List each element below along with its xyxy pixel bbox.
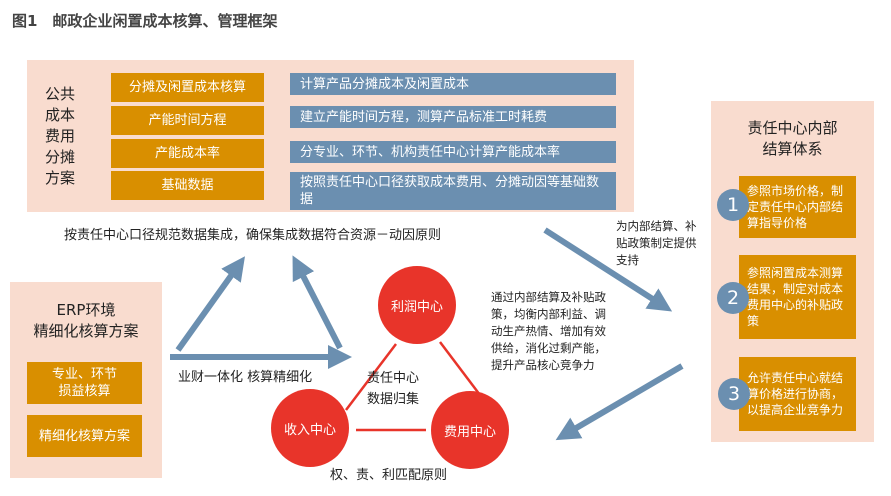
erp-panel-title: ERP环境 精细化核算方案 — [33, 301, 139, 340]
settlement-description: 通过内部结算及补贴政 策，均衡内部利益、调 动生产热情、增加有效 供给，消化过剩… — [491, 290, 606, 372]
desc-base-data: 按照责任中心口径获取成本费用、分摊动因等基础数据 — [290, 172, 616, 210]
desc-capacity-cost-rate: 分专业、环节、机构责任中心计算产能成本率 — [290, 141, 616, 163]
profit-center: 利润中心 — [378, 266, 456, 344]
step-number-3: 3 — [718, 378, 750, 410]
figure-title: 图1 邮政企业闲置成本核算、管理框架 — [12, 12, 278, 30]
step-number-1: 1 — [717, 189, 749, 221]
expense-center: 费用中心 — [431, 391, 509, 469]
box-base-data: 基础数据 — [111, 171, 264, 200]
matching-principle: 权、责、利匹配原则 — [330, 468, 448, 483]
arrow-right-to-center — [555, 363, 684, 441]
revenue-center: 收入中心 — [271, 389, 349, 467]
settlement-item-2: 参照闲置成本测算结果，制定对成本费用中心的补贴政策 — [739, 255, 856, 339]
box-profit-loss-accounting: 专业、环节 损益核算 — [27, 362, 142, 404]
arrow-erp-to-top — [175, 256, 245, 352]
box-capacity-cost-rate: 产能成本率 — [111, 139, 264, 168]
settlement-item-3: 允许责任中心就结算价格进行协商，以提高企业竞争力 — [739, 357, 856, 431]
link-profit-expense — [439, 341, 481, 396]
settlement-item-1: 参照市场价格，制定责任中心内部结算指导价格 — [739, 176, 856, 238]
box-capacity-time-equation: 产能时间方程 — [111, 106, 264, 135]
arrow-top-to-right — [543, 227, 673, 312]
cost-allocation-label: 公共成本费用分摊方案 — [45, 85, 76, 187]
link-profit-revenue — [345, 343, 397, 411]
box-refined-accounting: 精细化核算方案 — [27, 415, 142, 457]
desc-allocation-idle-cost: 计算产品分摊成本及闲置成本 — [290, 73, 616, 95]
desc-capacity-time-equation: 建立产能时间方程，测算产品标准工时耗费 — [290, 106, 616, 128]
data-integration-caption: 按责任中心口径规范数据集成，确保集成数据符合资源－动因原则 — [64, 228, 442, 243]
erp-arrow-label: 业财一体化 核算精细化 — [178, 370, 313, 385]
box-allocation-idle-cost: 分摊及闲置成本核算 — [111, 73, 264, 102]
internal-settlement-title: 责任中心内部 结算体系 — [747, 119, 838, 158]
support-label: 为内部结算、补 贴政策制定提供 支持 — [616, 219, 697, 267]
arrow-center-to-top — [292, 255, 343, 350]
step-number-2: 2 — [717, 282, 749, 314]
responsibility-data-collection: 责任中心 数据归集 — [366, 371, 419, 407]
